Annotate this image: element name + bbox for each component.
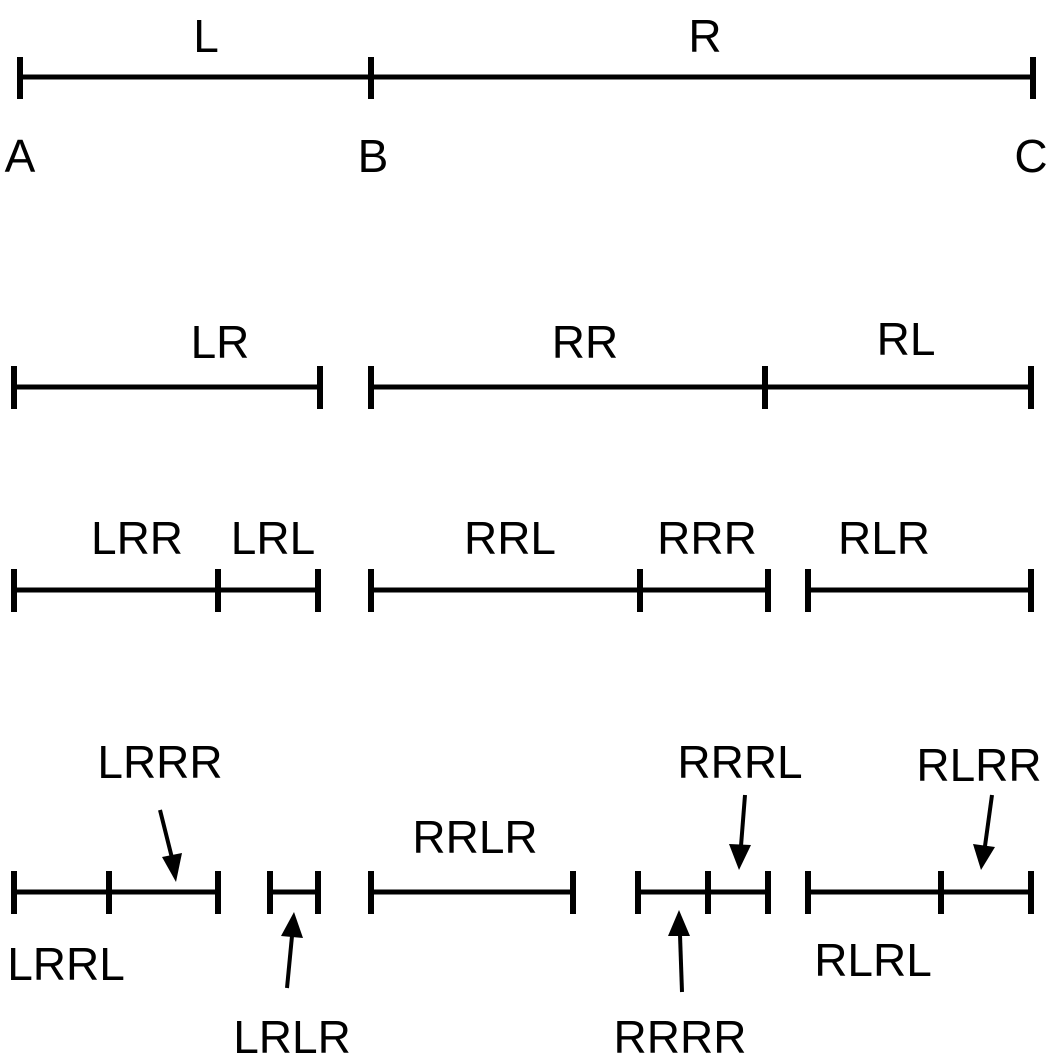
row-4: LRRR RRRL RLRR RRLR LRRL RLRL LRLR RRRR xyxy=(7,736,1041,1060)
arrow-rrrr xyxy=(668,910,690,993)
arrow-rlrr xyxy=(973,794,995,870)
label-lrr: LRR xyxy=(91,512,183,564)
label-rrrr: RRRR xyxy=(614,1011,747,1060)
arrow-lrrr xyxy=(158,809,182,882)
label-rrrl: RRRL xyxy=(677,736,802,788)
arrow-lrlr xyxy=(281,912,303,989)
label-lrl: LRL xyxy=(231,512,315,564)
label-lr: LR xyxy=(191,316,250,368)
label-lrrl: LRRL xyxy=(7,938,125,990)
label-r: R xyxy=(688,10,721,62)
label-l: L xyxy=(193,10,219,62)
row-1: L R A B C xyxy=(5,10,1048,182)
label-rrlr: RRLR xyxy=(412,811,537,863)
label-point-b: B xyxy=(358,130,389,182)
label-lrlr: LRLR xyxy=(233,1011,351,1060)
label-rr: RR xyxy=(552,316,618,368)
label-rl: RL xyxy=(877,313,936,365)
label-point-c: C xyxy=(1014,130,1047,182)
arrow-rrrl xyxy=(729,794,751,870)
label-rlrr: RLRR xyxy=(916,739,1041,791)
label-rrl: RRL xyxy=(464,512,556,564)
label-rlrl: RLRL xyxy=(814,934,932,986)
label-rlr: RLR xyxy=(838,512,930,564)
label-point-a: A xyxy=(5,130,36,182)
label-rrr: RRR xyxy=(657,512,757,564)
label-lrrr: LRRR xyxy=(97,736,222,788)
row-3: LRR LRL RRL RRR RLR xyxy=(11,512,1034,612)
row-2: LR RR RL xyxy=(11,313,1034,409)
